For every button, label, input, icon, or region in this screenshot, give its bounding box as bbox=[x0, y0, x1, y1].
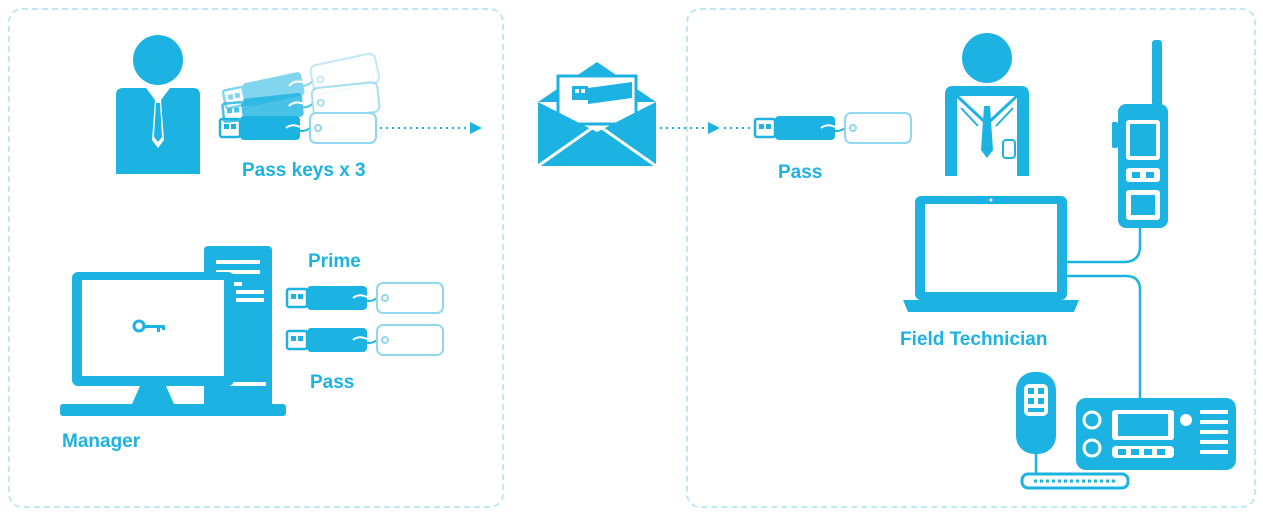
field-technician-label: Field Technician bbox=[900, 329, 1048, 350]
pass-label-right: Pass bbox=[778, 162, 823, 183]
pass-keys-label: Pass keys x 3 bbox=[242, 160, 366, 181]
manager-person-icon bbox=[116, 35, 200, 174]
prime-key-icon bbox=[285, 281, 445, 315]
manager-panel bbox=[8, 8, 504, 508]
envelope-icon bbox=[537, 62, 657, 168]
microphone-icon bbox=[1016, 372, 1130, 490]
handheld-radio-icon bbox=[1112, 40, 1168, 228]
pass-label-left: Pass bbox=[310, 372, 355, 393]
technician-person-icon bbox=[945, 33, 1029, 176]
manager-label: Manager bbox=[62, 431, 141, 452]
connection-cables bbox=[1067, 228, 1142, 398]
pass-keys-stack bbox=[218, 51, 382, 145]
desktop-computer-icon bbox=[60, 246, 286, 416]
pass-key-icon bbox=[285, 323, 445, 357]
mobile-radio-icon bbox=[1076, 398, 1236, 470]
arrow-to-envelope bbox=[380, 122, 482, 134]
key-icon bbox=[132, 319, 165, 333]
prime-label: Prime bbox=[308, 251, 361, 272]
usb-key-tag-icon bbox=[753, 111, 913, 145]
arrow-to-pass bbox=[660, 122, 752, 134]
laptop-icon bbox=[903, 196, 1079, 312]
field-technician-panel bbox=[686, 8, 1256, 508]
